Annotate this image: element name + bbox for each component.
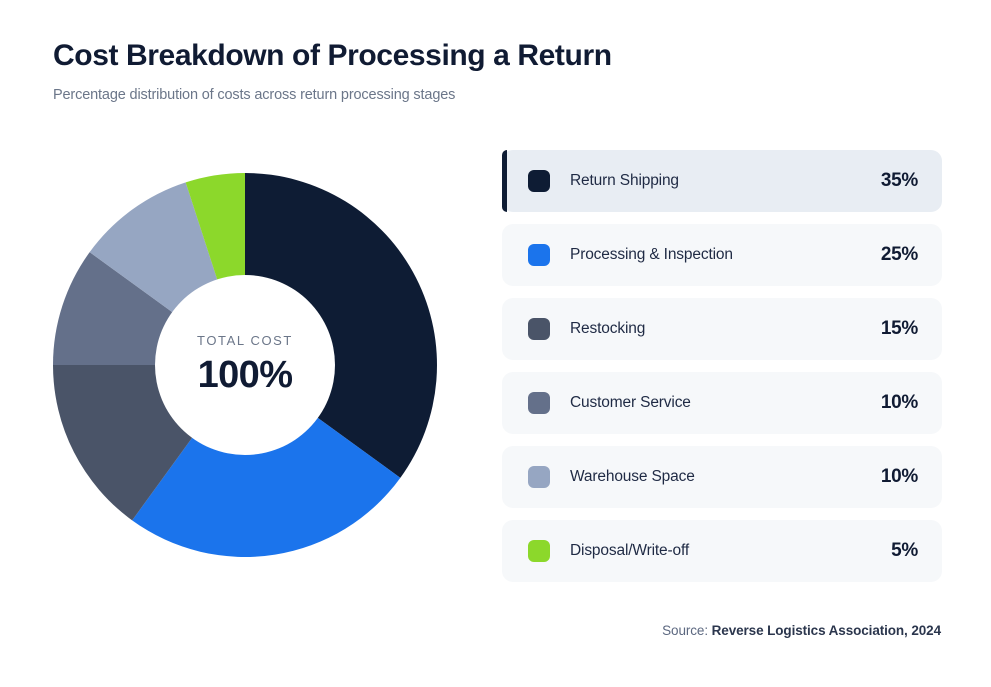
legend-swatch-icon bbox=[528, 318, 550, 340]
chart-header: Cost Breakdown of Processing a Return Pe… bbox=[53, 36, 933, 105]
legend-item-value: 25% bbox=[880, 244, 918, 265]
donut-slice[interactable] bbox=[132, 365, 401, 557]
legend-item[interactable]: Return Shipping 35% bbox=[502, 150, 942, 212]
donut-slice[interactable] bbox=[245, 173, 437, 478]
legend-swatch-icon bbox=[528, 466, 550, 488]
chart-subtitle: Percentage distribution of costs across … bbox=[53, 87, 456, 103]
chart-legend: Return Shipping 35% Processing & Inspectio… bbox=[502, 150, 942, 582]
legend-item-label: Disposal/Write-off bbox=[570, 542, 690, 559]
legend-item[interactable]: Customer Service 10% bbox=[502, 372, 942, 434]
legend-item-label: Return Shipping bbox=[570, 172, 679, 189]
donut-chart: TOTAL COST 100% bbox=[53, 173, 437, 557]
source-prefix: Source: bbox=[662, 623, 708, 638]
page-title: Cost Breakdown of Processing a Return bbox=[53, 39, 612, 72]
legend-item[interactable]: Disposal/Write-off 5% bbox=[502, 520, 942, 582]
legend-swatch-icon bbox=[528, 244, 550, 266]
legend-item[interactable]: Processing & Inspection 25% bbox=[502, 224, 942, 286]
legend-item[interactable]: Restocking 15% bbox=[502, 298, 942, 360]
donut-hole bbox=[155, 275, 335, 455]
source-name: Reverse Logistics Association, 2024 bbox=[711, 623, 941, 638]
legend-item-label: Warehouse Space bbox=[570, 468, 695, 485]
legend-item-label: Restocking bbox=[570, 320, 646, 337]
legend-item-label: Customer Service bbox=[570, 394, 691, 411]
legend-item-value: 35% bbox=[880, 170, 918, 191]
legend-swatch-icon bbox=[528, 170, 550, 192]
legend-swatch-icon bbox=[528, 540, 550, 562]
source-attribution: Source: Reverse Logistics Association, 2… bbox=[662, 623, 941, 638]
legend-item-value: 5% bbox=[891, 540, 918, 561]
legend-item-value: 10% bbox=[880, 392, 918, 413]
donut-svg bbox=[53, 173, 437, 557]
legend-item-label: Processing & Inspection bbox=[570, 246, 733, 263]
legend-item[interactable]: Warehouse Space 10% bbox=[502, 446, 942, 508]
legend-item-value: 10% bbox=[880, 466, 918, 487]
legend-swatch-icon bbox=[528, 392, 550, 414]
legend-item-value: 15% bbox=[880, 318, 918, 339]
